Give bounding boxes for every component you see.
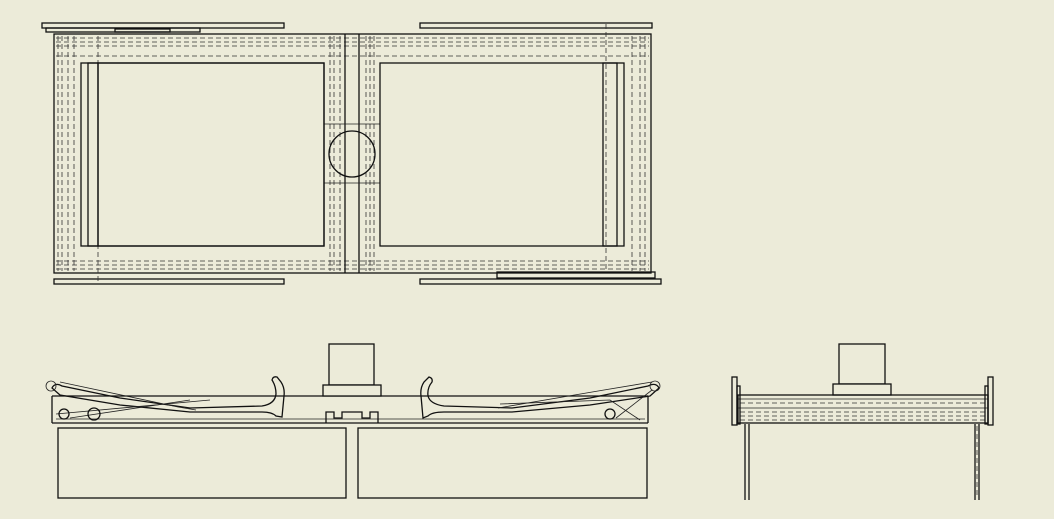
left-panel xyxy=(80,62,325,247)
center-hole xyxy=(328,130,376,178)
left-hook xyxy=(51,376,285,418)
side-legs xyxy=(744,424,980,500)
hidden-lines-horizontal xyxy=(56,37,649,270)
top-block-front xyxy=(322,343,382,397)
left-pivot-small xyxy=(58,408,70,420)
right-panel xyxy=(379,62,625,247)
right-pivot-small xyxy=(604,408,616,420)
right-hook xyxy=(420,376,660,419)
top-block-side xyxy=(832,343,892,396)
base-box-left xyxy=(57,427,347,499)
center-t-slot xyxy=(325,411,379,423)
top-view xyxy=(41,22,662,285)
center-divider xyxy=(324,34,380,273)
bottom-rail-right xyxy=(419,271,662,285)
side-bar xyxy=(737,394,989,424)
front-view xyxy=(45,343,661,499)
base-box-right xyxy=(357,427,648,499)
top-rail-right xyxy=(419,22,653,29)
bottom-rail-left xyxy=(53,278,285,285)
main-bar xyxy=(51,395,649,424)
side-end-plates xyxy=(731,376,994,426)
outer-frame xyxy=(53,33,652,274)
top-rail-left xyxy=(41,22,285,33)
left-pivot-large xyxy=(87,407,101,421)
side-view xyxy=(731,343,994,500)
